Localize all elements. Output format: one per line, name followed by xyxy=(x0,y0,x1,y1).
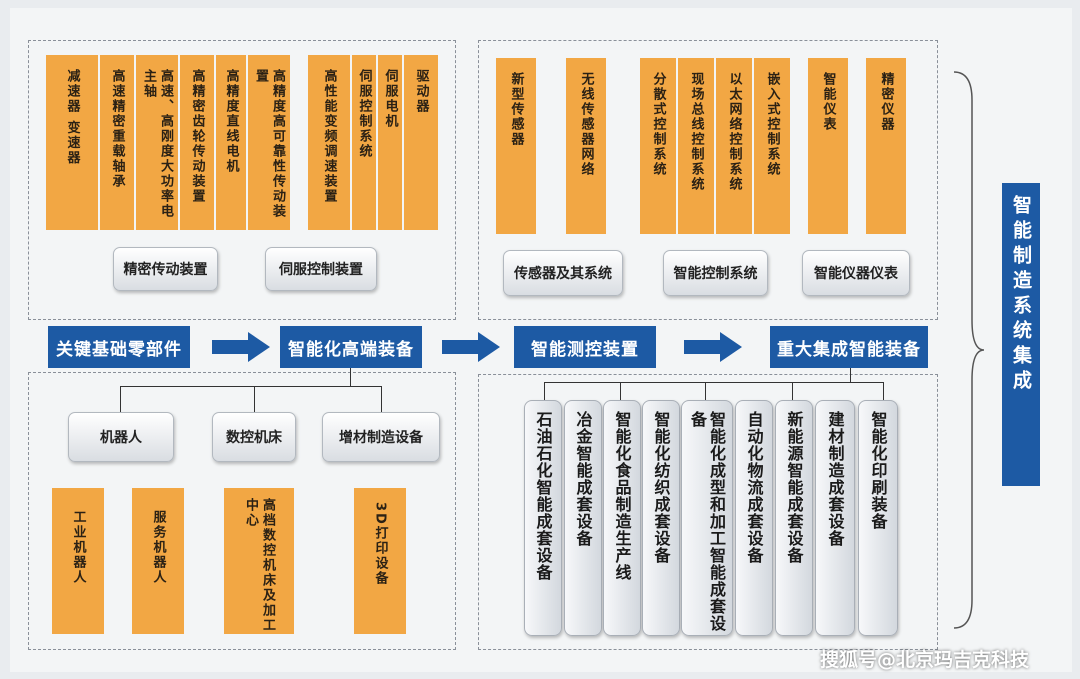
component-label: 高速、高刚度大功率电主轴 xyxy=(141,69,173,219)
equipment-label: 工业机器人 xyxy=(70,510,86,585)
component-label: 高精度高可靠性传动装置 xyxy=(253,69,285,219)
integrated-label: 智能化纺织成套设备 xyxy=(651,411,671,564)
integrated-equipment: 冶金智能成套设备 xyxy=(564,400,602,636)
integrated-equipment: 智能化成型和加工智能成套设备 xyxy=(681,400,733,636)
component-box: 无线传感器网络 xyxy=(566,58,606,234)
system-integration-label: 智能制造系统集成 xyxy=(1010,195,1032,395)
component-label: 减速器 变速器 xyxy=(64,69,80,166)
component-label: 嵌入式控制系统 xyxy=(764,72,780,177)
component-box: 嵌入式控制系统 xyxy=(754,58,790,234)
component-label: 无线传感器网络 xyxy=(578,72,594,177)
component-label: 新型传感器 xyxy=(508,72,524,147)
integrated-label: 建材制造成套设备 xyxy=(825,411,845,547)
component-label: 以太网络控制系统 xyxy=(726,72,742,192)
right-arrow-icon xyxy=(212,332,270,362)
component-label: 高精密齿轮传动装置 xyxy=(189,69,205,204)
integrated-equipment: 智能化食品制造生产线 xyxy=(603,400,641,636)
equipment-box: 高档数控机床及加工中心 xyxy=(224,488,294,634)
connector-line xyxy=(544,382,884,383)
integrated-equipment: 建材制造成套设备 xyxy=(815,400,855,636)
component-label: 分散式控制系统 xyxy=(650,72,666,177)
integrated-equipment: 智能化纺织成套设备 xyxy=(642,400,680,636)
equipment-box: 服务机器人 xyxy=(132,488,184,634)
component-label: 高速精密重载轴承 xyxy=(109,69,125,189)
system-integration-title: 智能制造系统集成 xyxy=(1002,183,1040,486)
brace-icon xyxy=(953,71,985,629)
component-label: 伺服控制系统 xyxy=(356,69,372,159)
component-label: 智能仪表 xyxy=(820,72,836,132)
group-additive: 增材制造设备 xyxy=(322,412,440,462)
integrated-label: 智能化食品制造生产线 xyxy=(612,411,632,581)
component-label: 高性能变频调速装置 xyxy=(321,69,337,204)
top-right-region xyxy=(478,40,938,320)
component-box: 高性能变频调速装置 xyxy=(308,55,350,230)
connector-line xyxy=(120,386,121,412)
flow-key-components: 关键基础零部件 xyxy=(48,326,190,368)
connector-line xyxy=(544,382,545,402)
component-box: 减速器 变速器 xyxy=(46,55,98,230)
component-box: 高精度直线电机 xyxy=(216,55,246,230)
group-precision-transmission: 精密传动装置 xyxy=(113,247,218,291)
integrated-equipment: 智能化印刷装备 xyxy=(858,400,898,636)
group-sensors: 传感器及其系统 xyxy=(503,250,623,296)
component-box: 高精密齿轮传动装置 xyxy=(180,55,214,230)
connector-line xyxy=(705,382,706,402)
integrated-label: 智能化印刷装备 xyxy=(868,411,888,530)
connector-line xyxy=(350,368,351,386)
right-arrow-icon xyxy=(684,332,742,362)
integrated-label: 冶金智能成套设备 xyxy=(573,411,593,547)
connector-line xyxy=(620,382,621,402)
group-servo-control: 伺服控制装置 xyxy=(265,247,377,291)
component-box: 伺服电机 xyxy=(378,55,402,230)
group-cnc: 数控机床 xyxy=(212,412,296,462)
bottom-right-region xyxy=(478,374,938,650)
integrated-label: 智能化成型和加工智能成套设备 xyxy=(688,411,726,632)
component-box: 高精度高可靠性传动装置 xyxy=(248,55,290,230)
bottom-left-region xyxy=(28,372,456,650)
top-left-region xyxy=(28,40,456,320)
connector-line xyxy=(381,386,382,412)
component-box: 高速精密重载轴承 xyxy=(100,55,134,230)
component-box: 现场总线控制系统 xyxy=(678,58,714,234)
component-label: 现场总线控制系统 xyxy=(688,72,704,192)
equipment-box: 3D打印设备 xyxy=(354,488,406,634)
connector-line xyxy=(254,386,255,412)
group-robots: 机器人 xyxy=(68,412,174,462)
component-box: 分散式控制系统 xyxy=(640,58,676,234)
component-box: 智能仪表 xyxy=(808,58,848,234)
group-intelligent-instruments: 智能仪器仪表 xyxy=(802,250,910,296)
component-box: 以太网络控制系统 xyxy=(716,58,752,234)
component-box: 高速、高刚度大功率电主轴 xyxy=(136,55,178,230)
component-label: 驱动器 xyxy=(413,69,429,114)
group-intelligent-control: 智能控制系统 xyxy=(663,250,768,296)
component-box: 驱动器 xyxy=(404,55,438,230)
equipment-box: 工业机器人 xyxy=(52,488,104,634)
component-label: 精密仪器 xyxy=(878,72,894,132)
component-box: 伺服控制系统 xyxy=(352,55,376,230)
integrated-equipment: 新能源智能成套设备 xyxy=(775,400,813,636)
component-box: 精密仪器 xyxy=(866,58,906,234)
flow-measurement-control: 智能测控装置 xyxy=(514,326,656,368)
component-label: 伺服电机 xyxy=(382,69,398,129)
integrated-equipment: 自动化物流成套设备 xyxy=(735,400,773,636)
connector-line xyxy=(120,386,382,387)
connector-line xyxy=(850,368,851,382)
component-label: 高精度直线电机 xyxy=(223,69,239,174)
right-arrow-icon xyxy=(442,332,500,362)
watermark: 搜狐号@北京玛吉克科技 xyxy=(820,649,1030,671)
flow-major-integrated: 重大集成智能装备 xyxy=(770,326,928,368)
component-box: 新型传感器 xyxy=(496,58,536,234)
connector-line xyxy=(883,382,884,402)
equipment-label: 高档数控机床及加工中心 xyxy=(243,498,275,633)
integrated-label: 自动化物流成套设备 xyxy=(744,411,764,564)
integrated-label: 石油石化智能成套设备 xyxy=(533,411,553,581)
integrated-equipment: 石油石化智能成套设备 xyxy=(524,400,562,636)
equipment-label: 服务机器人 xyxy=(150,510,166,585)
connector-line xyxy=(792,382,793,402)
integrated-label: 新能源智能成套设备 xyxy=(784,411,804,564)
flow-intelligent-equipment: 智能化高端装备 xyxy=(280,326,422,368)
equipment-label: 3D打印设备 xyxy=(372,502,388,586)
